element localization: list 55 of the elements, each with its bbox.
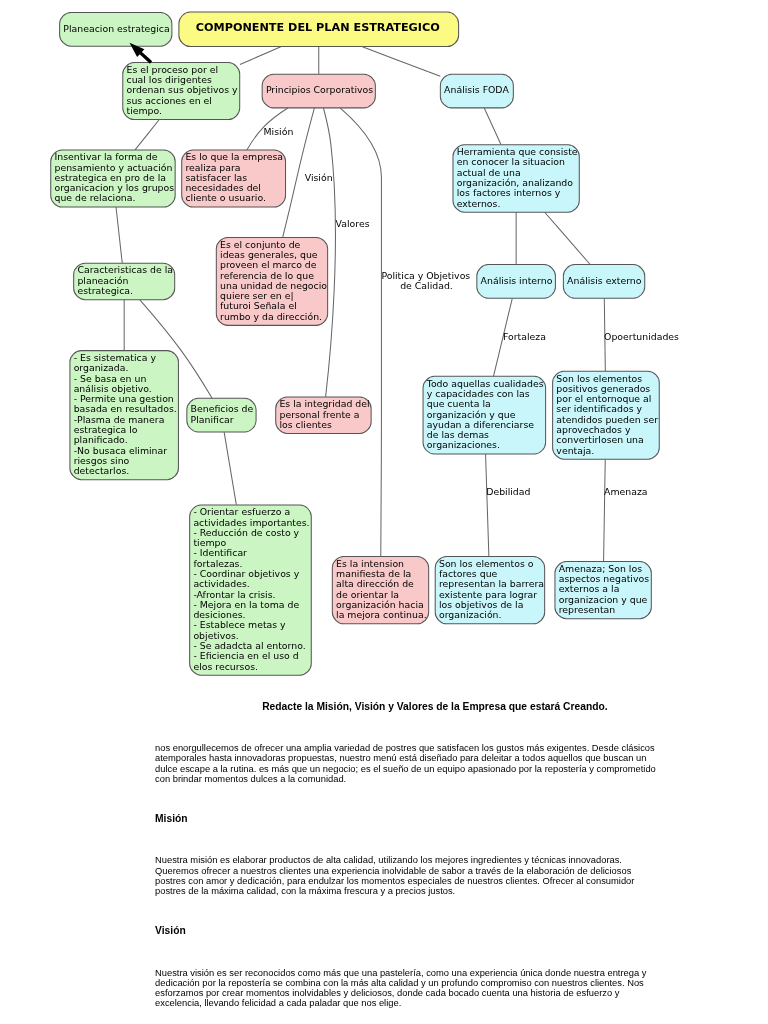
node-box: - Orientar esfuerzo a actividades importantes. - Reducción de costo y tiempo - Identificar fortalezas. - Coordinar objetivos y actividades. -Afrontar la crisis. - Mejora en la toma de desiciones. - Establece metas y objetivos. - Se adadcta al entorno. - Eficiencia en el uso d elos recursos. (189, 504, 312, 676)
arrow (129, 42, 153, 64)
connector (139, 299, 213, 399)
node-box: Análisis FODA (439, 73, 514, 109)
edge-label: Fortaleza (503, 331, 547, 343)
label: Redacte la Misión, Visión y Valores de la Empresa que estará Creando. (262, 700, 608, 712)
connector (493, 297, 513, 377)
node-box: Todo aquellas cualidades y capacidades con las que cuenta la organización y que ayudan a diferenciarse de las demas organizaciones. (422, 375, 547, 455)
connector (318, 46, 320, 75)
node-box: COMPONENTE DEL PLAN ESTRATEGICO (178, 11, 460, 48)
node-box: Amenaza; Son los aspectos negativos externos a la organizacion y que representan (554, 561, 652, 620)
edge-label: Politica y Objetivos de Calidad. (381, 269, 471, 291)
node-box: Es la integridad del personal frente a los clientes (275, 396, 372, 434)
node-box: Principios Corporativos (261, 73, 376, 109)
edge-label: Debilidad (486, 485, 531, 497)
connector (485, 453, 490, 557)
connector (134, 119, 160, 151)
node-box: Es el conjunto de ideas generales, que proveen el marco de referencia de Io que una unidad de negocio quiere ser en e| futuroi Señala el rumbo y da dirección. (215, 236, 329, 326)
connector (322, 107, 336, 398)
node-box: Análisis externo (562, 264, 646, 299)
node-box: Análisis interno (476, 264, 556, 299)
connector (239, 46, 282, 66)
edge-label: Visión (304, 171, 333, 183)
node-box: Es el proceso por el cual los dirigentes ordenan sus objetivos y sus acciones en el tiempo. (122, 62, 241, 121)
edge-label: Opoertunidades (604, 331, 679, 343)
connector (223, 431, 237, 506)
node-box: Es lo que la empresa realiza para satisfacer las necesidades del cliente o usuario. (181, 149, 287, 208)
node-box: Son los elementos o factores que representan la barrera existente para lograr los objetivos de la organización. (434, 555, 546, 625)
node-box: Herramienta que consiste en conocer la situacion actual de una organización, analizando los factores internos y externos. (452, 144, 580, 213)
connector (123, 299, 125, 352)
connector (603, 458, 606, 562)
connector (361, 46, 441, 77)
connector (515, 211, 517, 266)
node-box: Insentivar la forma de pensamiento y actuación estrategica en pro de la organicacion y los grupos que de relaciona. (50, 149, 176, 208)
label: Misión (155, 812, 188, 824)
connector (603, 297, 606, 372)
node-box: Es la intension manifiesta de la alta dirección de de orientar la organización hacia la mejora continua. (331, 555, 430, 625)
edge-label: Valores (335, 218, 370, 230)
connector (115, 206, 123, 264)
label: nos enorgullecemos de ofrecer una amplia variedad de postres que satisfacen los gustos más exigentes. Desde clásicos atemporales hasta innovadoras propuestas, nuestro menú está diseñado para deleitar a todos aquellos que buscan un dulce escape a la rutina. es más que un negocio; es el sueño de un equipo apasionado por la repostería y comprometido con brindar momentos dulces a la comunidad. (155, 743, 656, 784)
edge-label: Amenaza (604, 485, 648, 497)
node-box: Caracteristicas de la planeación estrategica. (73, 262, 176, 301)
connector (544, 211, 591, 266)
label: Nuestra visión es ser reconocidos como más que una pastelería, como una experiencia única donde nuestra entrega y dedicación por la repostería se combina con la más alta calidad y un profundo compromiso con nuestros clientes. Nos esforzamos por crear momentos inolvidables y deliciosos, donde cada bocado cuenta una historia de esfuerzo y excelencia, llevando felicidad a cada paladar que nos elige. (155, 967, 647, 1009)
connector (483, 107, 502, 146)
connector (339, 107, 382, 557)
connector (282, 107, 315, 238)
label: Visión (155, 925, 186, 937)
node-box: Beneficios de Planificar (186, 397, 257, 433)
label: Nuestra misión es elaborar productos de alta calidad, utilizando los mejores ingredientes y técnicas innovadoras. Queremos ofrecer a nuestros clientes una experiencia inolvidable de sabor a través de la elaboración de deliciosos postres con amor y dedicación, para endulzar los momentos especiales de nuestros clientes. Ofrecer al consumidor postres de la máxima calidad, con la máxima frescura y a precios justos. (155, 855, 635, 897)
node-box: - Es sistematica y organizada. - Se basa en un análisis objetivo. - Permite una gestion basada en resultados. -Plasma de manera estrategica lo planificado. -No busaca eliminar riesgos sino detectarlos. (69, 350, 179, 481)
node-box: Planeacion estrategica (59, 11, 173, 47)
edge-label: Misión (263, 125, 294, 137)
node-box: Son los elementos positivos generados por el entornoque al ser identificados y atendidos pueden ser aprovechados y convertirlosen una ventaja. (552, 370, 660, 460)
connector (246, 107, 289, 151)
